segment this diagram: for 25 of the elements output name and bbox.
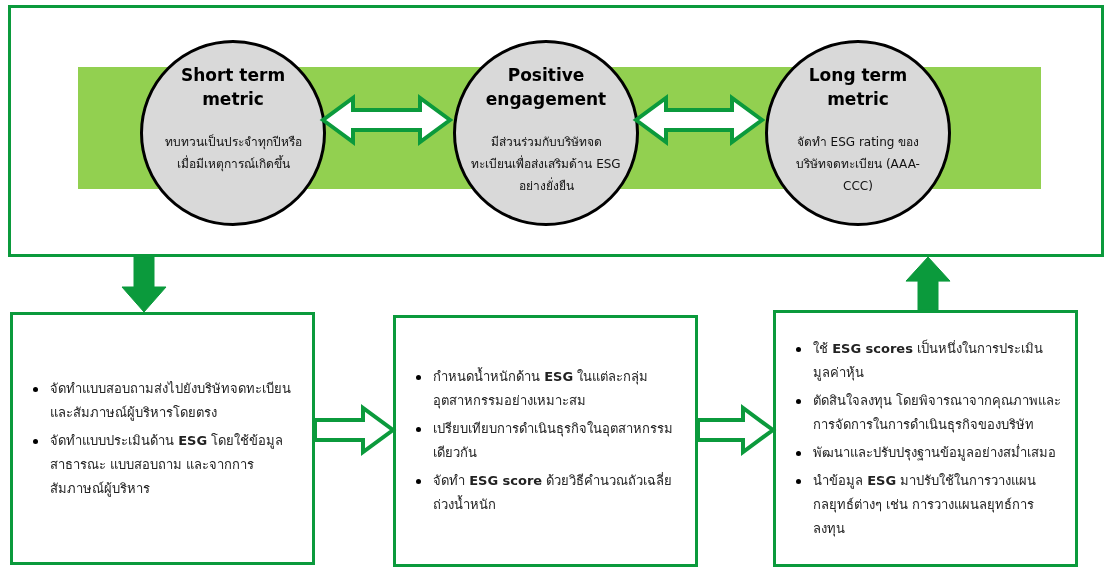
bullet-list-box: [10, 312, 315, 565]
block-arrow: [121, 256, 167, 313]
bullet-item: นำข้อมูล ESG มาปรับใช้ในการวางแผนกลยุทธ์ต่างๆ เช่น การวางแผนลยุทธ์การลงทุน: [813, 471, 1038, 539]
bullet-item: จัดทำ ESG score ด้วยวิธีคำนวณถัวเฉลี่ยถ่วงน้ำหนัก: [433, 471, 674, 514]
bullet-list-box: [773, 310, 1078, 567]
block-arrow: [632, 94, 766, 146]
bullet-item: ตัดสินใจลงทุน โดยพิจารณาจากคุณภาพและการจัดการในการดำเนินธุรกิจของบริษัท: [813, 391, 1063, 435]
bullet-item: จัดทำแบบประเมินด้าน ESG โดยใช้ข้อมูลสาธารณะ แบบสอบถาม และจากการสัมภาษณ์ผู้บริหาร: [50, 431, 285, 499]
circle-description: ทบทวนเป็นประจำทุกปีหรือเมื่อมีเหตุการณ์เกิดขึ้น: [163, 133, 303, 174]
circle-description: จัดทำ ESG rating ของบริษัทจดทะเบียน (AAA-CCC): [795, 134, 921, 195]
circle-heading: Short term metric: [179, 64, 287, 111]
circle-heading: Long term metric: [807, 64, 909, 111]
frame-box: [8, 5, 1104, 257]
circle-description: มีส่วนร่วมกับบริษัทจดทะเบียนเพื่อส่งเสริมด้าน ESG อย่างยั่งยืน: [471, 134, 621, 195]
block-arrow: [905, 256, 951, 311]
bullet-list-box: [393, 315, 698, 567]
circle-heading: Positive engagement: [484, 64, 608, 111]
bullet-item: ใช้ ESG scores เป็นหนึ่งในการประเมินมูลค่าหุ้น: [813, 338, 1045, 383]
bullet-item: พัฒนาและปรับปรุงฐานข้อมูลอย่างสม่ำเสมอ: [813, 443, 1056, 463]
block-arrow: [696, 404, 777, 456]
bullet-item: จัดทำแบบสอบถามส่งไปยังบริษัทจดทะเบียนและสัมภาษณ์ผู้บริหารโดยตรง: [50, 379, 292, 423]
block-arrow: [313, 404, 397, 456]
bullet-item: กำหนดน้ำหนักด้าน ESG ในแต่ละกลุ่มอุตสาหกรรมอย่างเหมาะสม: [433, 366, 650, 411]
block-arrow: [319, 94, 454, 146]
bullet-item: เปรียบเทียบการดำเนินธุรกิจในอุตสาหกรรมเดียวกัน: [433, 420, 674, 462]
